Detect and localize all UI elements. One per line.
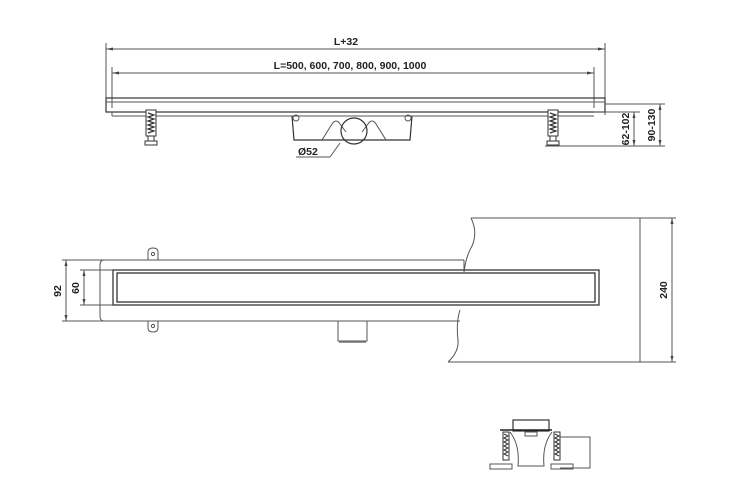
- wall-outline: [448, 217, 641, 363]
- end-view-grate: [512, 419, 550, 432]
- grate-inner: [116, 272, 596, 303]
- inner-width-label: 60: [70, 282, 82, 294]
- outlet-stub: [337, 321, 368, 342]
- adjustable-leg-right: [546, 109, 560, 146]
- top-view: 92 60 240: [52, 217, 676, 363]
- outer-width-label: 92: [52, 285, 64, 297]
- wall-offset-label: 240: [658, 281, 670, 299]
- end-view: [489, 419, 591, 470]
- outlet-pipe: [340, 117, 368, 145]
- end-view-outlet: [560, 436, 591, 469]
- mounting-tab-bottom: [147, 321, 159, 333]
- outer-height-label: 90-130: [646, 108, 658, 141]
- mounting-tab-top: [147, 247, 159, 260]
- side-view: L+32 L=500, 600, 700, 800, 900, 1000: [105, 36, 665, 158]
- siphon-outlet: Ø52: [291, 114, 413, 158]
- overall-length-label: L+32: [334, 36, 358, 48]
- adjustable-leg-left: [144, 109, 158, 146]
- inner-height-label: 62-102: [620, 112, 632, 145]
- channel-body: [105, 97, 606, 113]
- grate-outer: [112, 269, 600, 306]
- outlet-diameter-label: Ø52: [298, 146, 318, 158]
- length-options-label: L=500, 600, 700, 800, 900, 1000: [274, 60, 427, 72]
